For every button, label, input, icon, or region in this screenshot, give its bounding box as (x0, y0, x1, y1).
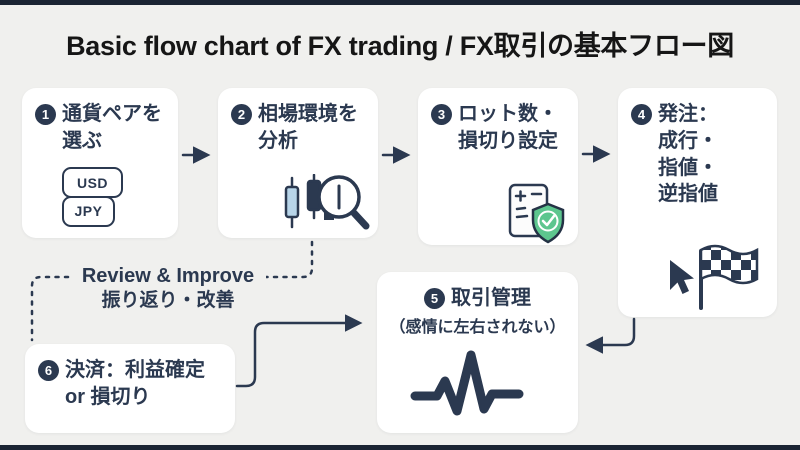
cursor-flag-icon (670, 244, 759, 310)
step-3-number-badge: 3 (431, 104, 452, 125)
step-5-line-1: 取引管理 (451, 287, 531, 309)
step-5-number-badge: 5 (424, 288, 445, 309)
step-6-line-1: 決済：利益確定 (65, 359, 205, 381)
step-5-line-2: （感情に左右されない） (389, 318, 566, 336)
currency-pair-icon: USD JPY (62, 167, 123, 227)
page-title: Basic flow chart of FX trading / FX取引の基本… (66, 31, 734, 61)
currency-chip-usd: USD (62, 167, 123, 198)
step-1-line-2: 選ぶ (62, 129, 102, 152)
currency-chip-jpy: JPY (62, 195, 115, 227)
step-box-1-choose-pair: 1 通貨ペアを 選ぶ USD JPY (22, 88, 178, 238)
review-improve-label-ja: 振り返り・改善 (101, 290, 235, 311)
mouse-cursor-glyph (670, 260, 694, 294)
top-accent-bar (0, 0, 800, 5)
review-improve-label: Review & Improve 振り返り・改善 (70, 263, 266, 313)
bottom-accent-bar (0, 445, 800, 450)
step-2-number-badge: 2 (231, 104, 252, 125)
step-2-heading: 2 相場環境を 分析 (218, 88, 378, 155)
pulse-icon (410, 350, 524, 416)
step-box-6-close-position: 6 決済：利益確定 or 損切り (25, 344, 235, 433)
checklist-shield-icon (508, 183, 565, 244)
step-4-line-2: 成行・ (658, 129, 718, 152)
step-4-line-1: 発注： (658, 103, 718, 125)
step-box-3-lot-stoploss: 3 ロット数・ 損切り設定 (418, 88, 578, 245)
step-1-line-1: 通貨ペアを (62, 103, 162, 125)
arrow-step4-step5 (585, 317, 636, 354)
step-4-number-badge: 4 (631, 104, 652, 125)
step-2-line-2: 分析 (258, 129, 298, 152)
candlestick-magnifier-icon (284, 174, 370, 230)
step-box-5-trade-management: 5 取引管理 （感情に左右されない） (377, 272, 578, 433)
step-4-line-3: 指値・ (658, 156, 718, 179)
step-6-heading: 6 決済：利益確定 or 損切り (25, 344, 235, 411)
step-5-heading: 5 取引管理 (377, 272, 578, 312)
step-6-line-2: or 損切り (65, 385, 151, 408)
step-3-heading: 3 ロット数・ 損切り設定 (418, 88, 578, 155)
step-4-heading: 4 発注： 成行・ 指値・ 逆指値 (618, 88, 777, 208)
step-3-line-2: 損切り設定 (458, 129, 558, 152)
step-box-4-order-types: 4 発注： 成行・ 指値・ 逆指値 (618, 88, 777, 317)
step-4-line-4: 逆指値 (658, 183, 718, 206)
step-6-number-badge: 6 (38, 360, 59, 381)
step-box-2-analyze-market: 2 相場環境を 分析 (218, 88, 378, 238)
review-improve-label-en: Review & Improve (81, 265, 255, 287)
arrow-step6-step5 (235, 314, 363, 388)
step-3-line-1: ロット数・ (458, 103, 558, 125)
step-2-line-1: 相場環境を (258, 103, 358, 125)
step-1-heading: 1 通貨ペアを 選ぶ (22, 88, 178, 155)
step-1-number-badge: 1 (35, 104, 56, 125)
